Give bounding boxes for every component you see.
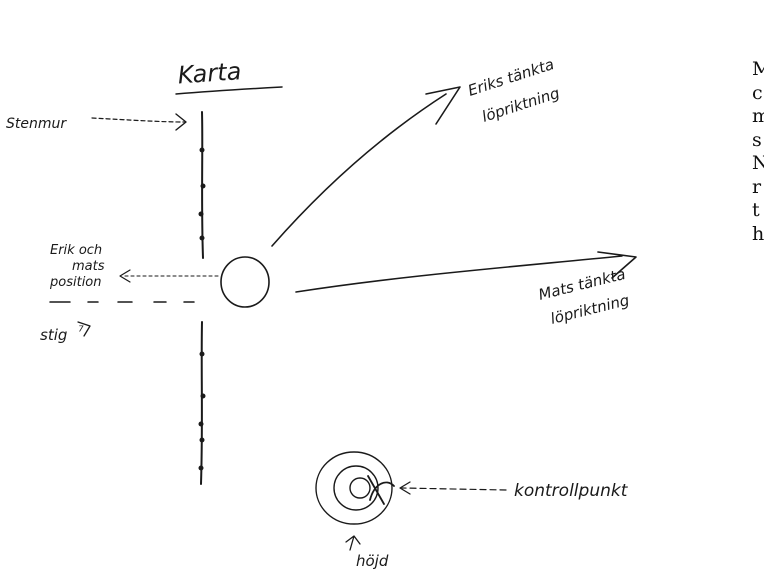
label-kontrollpunkt: kontrollpunkt — [514, 481, 629, 501]
label-position-line1: Erik och — [50, 243, 102, 258]
clipped-side-text: M c m s N r t h — [752, 58, 764, 246]
side-text-line: c — [752, 82, 764, 106]
stenmur-arrow — [92, 118, 184, 122]
erik-direction-line — [272, 94, 446, 246]
side-text-line: M — [752, 58, 764, 82]
label-stenmur: Stenmur — [6, 116, 67, 132]
side-text-line: t — [752, 199, 764, 223]
hojd-arrow — [346, 536, 360, 550]
erik-direction-arrowhead — [426, 87, 460, 124]
kontrollpunkt-arrow — [402, 488, 506, 490]
side-text-line: s — [752, 129, 764, 153]
stone-wall-lower — [201, 322, 202, 484]
side-text-line: h — [752, 223, 764, 247]
label-position-line2: mats — [72, 259, 105, 274]
label-stig: stig — [40, 326, 67, 344]
hill-contours — [316, 452, 392, 524]
position-circle — [221, 257, 269, 307]
label-stig-arrow: ⁷ — [78, 324, 84, 340]
side-text-line: m — [752, 105, 764, 129]
side-text-line: N — [752, 152, 764, 176]
label-position-line3: position — [49, 275, 102, 290]
label-hojd: höjd — [356, 552, 389, 570]
side-text-line: r — [752, 176, 764, 200]
title-karta: Karta — [177, 57, 242, 89]
